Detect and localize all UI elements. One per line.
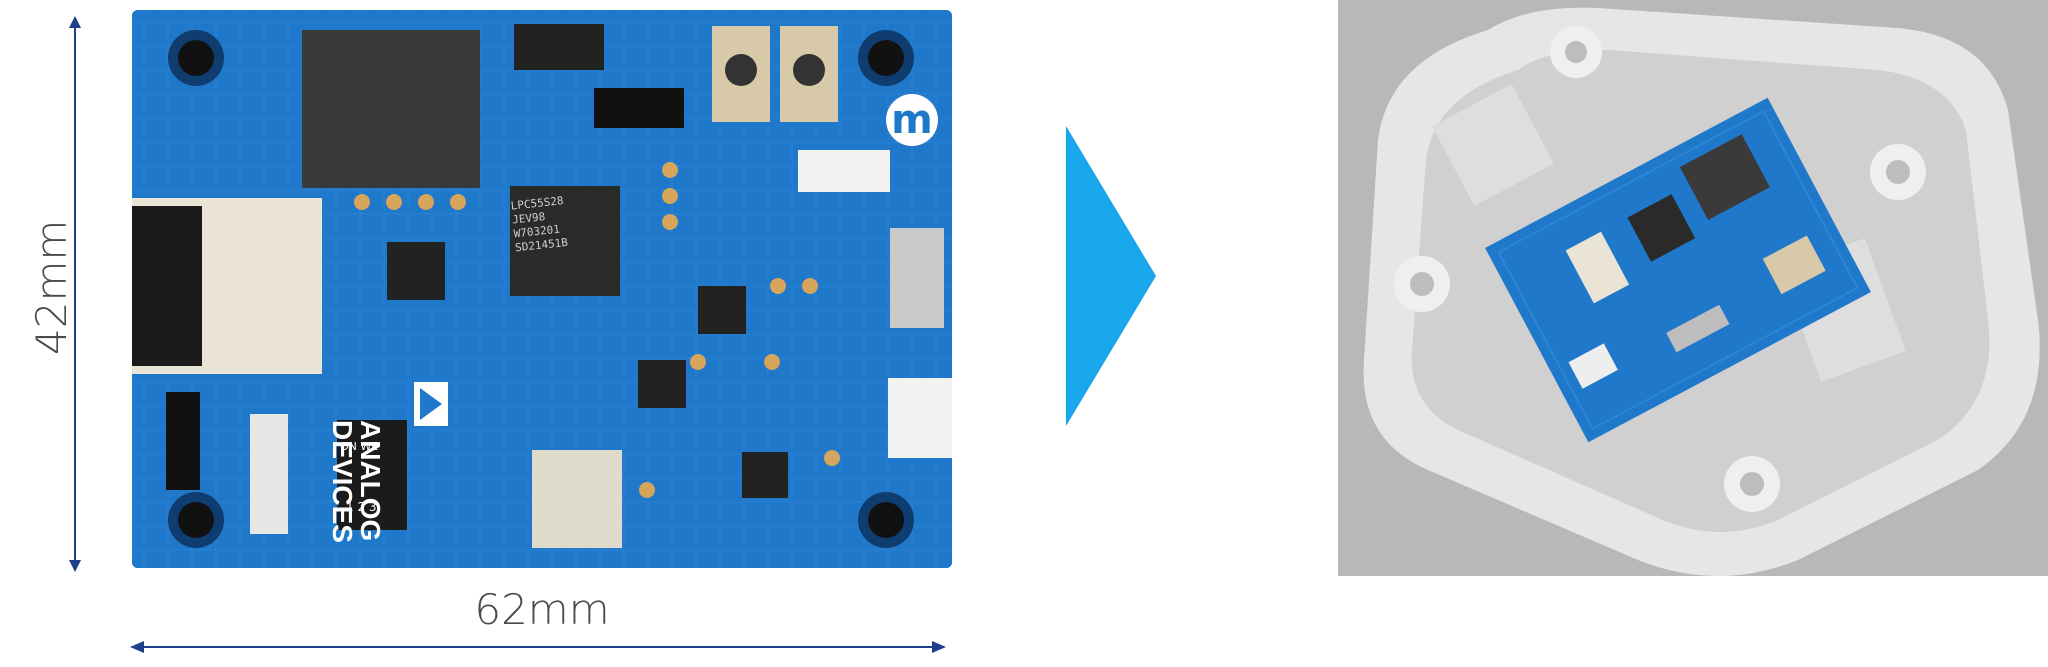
mcu-chip-text: LPC55S28 JEV98 W703201 SD21451B	[510, 194, 569, 255]
board-image	[132, 10, 952, 568]
dip-switch-numbers: 1 2 3	[346, 500, 377, 514]
enclosure-photo	[1338, 0, 2048, 576]
width-label: 62mm	[474, 585, 610, 634]
height-dimension-line	[69, 16, 81, 572]
right-arrow-icon	[1066, 126, 1156, 426]
height-label: 42mm	[27, 219, 76, 355]
width-dimension-line	[130, 641, 946, 653]
dip-switch-text: ON WE	[340, 440, 379, 453]
m-badge-icon: m	[886, 94, 938, 146]
